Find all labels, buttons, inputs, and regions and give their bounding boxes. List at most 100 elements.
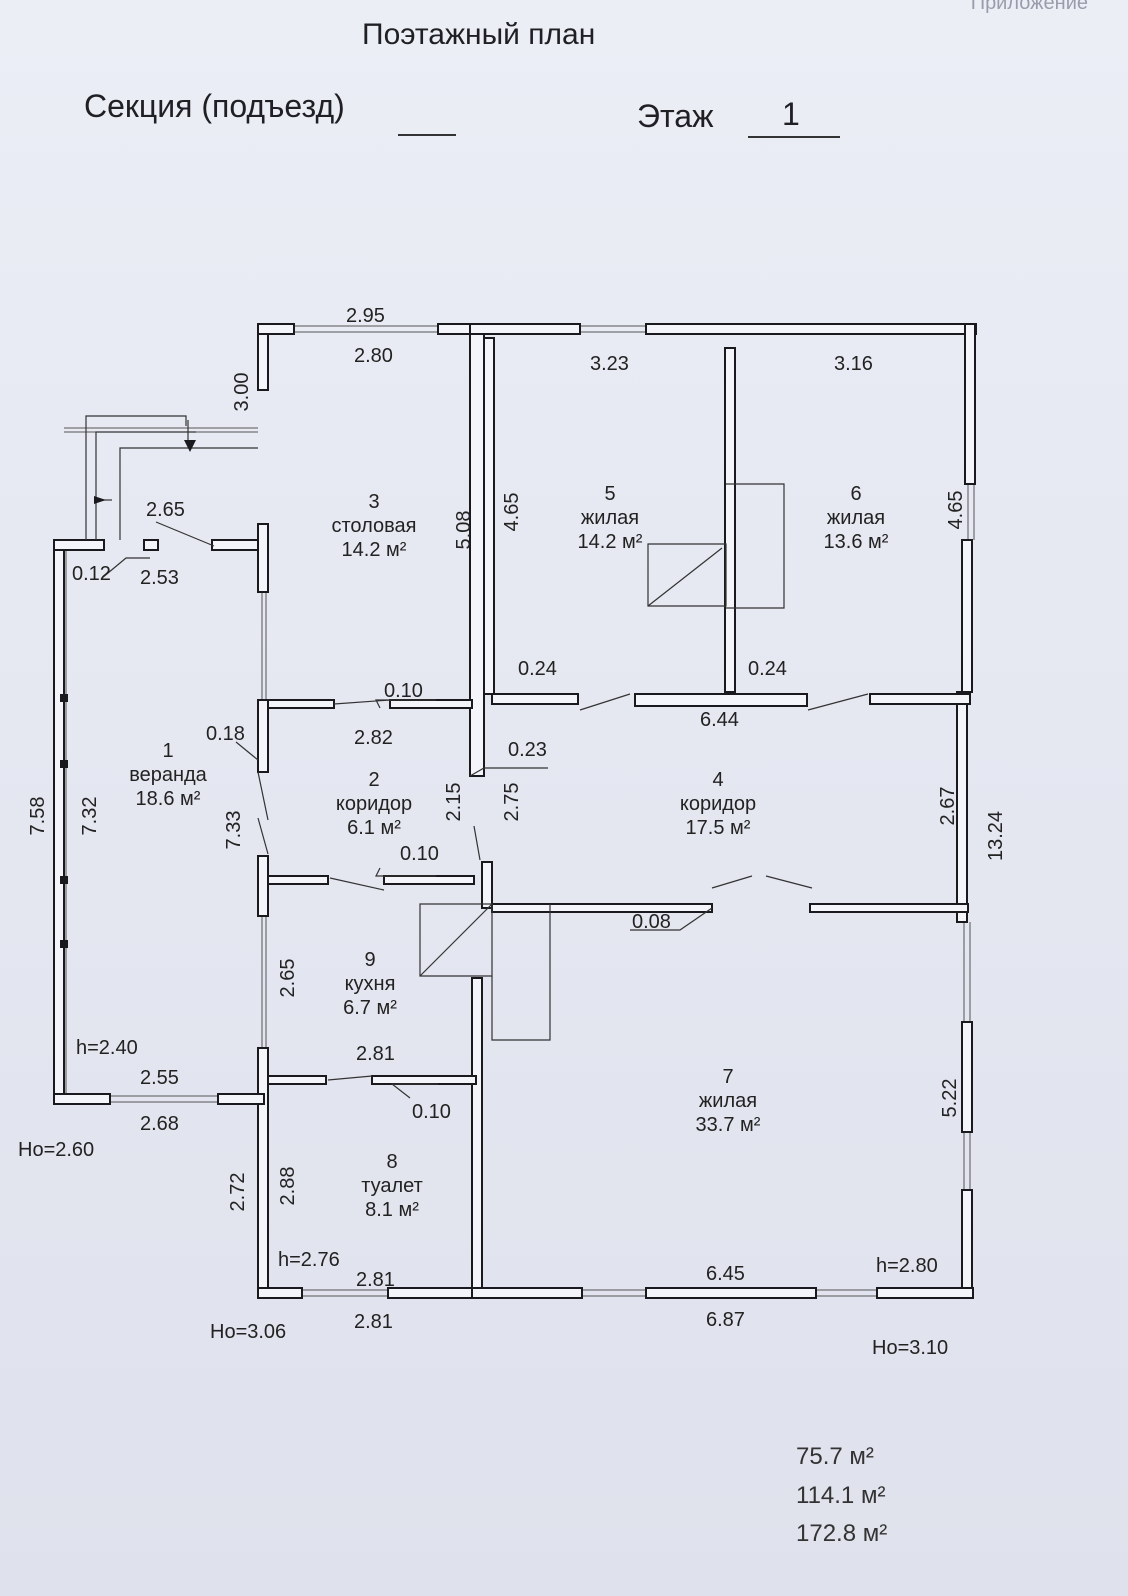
room-3-name: столовая (332, 515, 417, 537)
floor-value-line (748, 136, 840, 138)
total-area-2: 114.1 м² (796, 1482, 886, 1509)
plan-line-6 (647, 543, 727, 607)
plan-line-3 (119, 447, 258, 540)
plan-line-26 (630, 907, 713, 931)
room-5-number: 5 (604, 483, 615, 505)
dimension-d27: 0.08 (632, 911, 671, 933)
plan-line-19 (329, 877, 385, 891)
dimension-d24: 2.67 (937, 787, 959, 826)
dimension-d37: 2.88 (277, 1167, 299, 1206)
wall-segment-30 (809, 903, 969, 913)
dimension-d9: 5.08 (453, 511, 475, 550)
dimension-d44: Но=3.06 (210, 1321, 286, 1343)
dimension-d29: h=2.40 (76, 1037, 138, 1059)
wall-segment-26 (267, 875, 329, 885)
dimension-d26: 0.10 (400, 843, 439, 865)
wall-segment-8 (964, 323, 976, 485)
wall-segment-15 (53, 539, 105, 551)
room-7-number: 7 (722, 1066, 733, 1088)
dimension-d40: 6.45 (706, 1263, 745, 1285)
dimension-d4: 3.16 (834, 353, 873, 375)
wall-segment-20 (267, 699, 335, 709)
section-value-line (398, 134, 456, 136)
wall-segment-34 (371, 1075, 477, 1085)
room-7-name: жилая (699, 1090, 757, 1112)
dimension-d1: 2.95 (346, 305, 385, 327)
dimension-d32: 0.10 (412, 1101, 451, 1123)
window-post-4 (60, 940, 68, 948)
dimension-d14: 0.10 (384, 680, 423, 702)
window-post-1 (60, 694, 68, 702)
plan-line-13 (101, 557, 150, 579)
plan-line-14 (579, 693, 631, 711)
room-6-name: жилая (827, 507, 885, 529)
dimension-d45: Но=3.10 (872, 1337, 948, 1359)
dimension-d12: 0.24 (518, 658, 557, 680)
room-2-number: 2 (368, 769, 379, 791)
wall-segment-10 (961, 539, 973, 693)
plan-line-21 (235, 741, 259, 761)
plan-line-22 (469, 767, 548, 777)
walls (53, 323, 977, 1299)
dimension-d39: 2.81 (356, 1269, 395, 1291)
wall-segment-29 (491, 903, 713, 913)
wall-segment-40 (645, 1287, 817, 1299)
wall-segment-33 (267, 1075, 327, 1085)
wall-segment-7 (645, 323, 977, 335)
dimension-d25: 13.24 (985, 811, 1007, 861)
plan-title: Поэтажный план (362, 18, 596, 51)
room-2-name: коридор (336, 793, 412, 815)
wall-segment-27 (383, 875, 475, 885)
dimension-d31: 2.81 (356, 1043, 395, 1065)
dimension-d34: Но=2.60 (18, 1139, 94, 1161)
wall-segment-37 (257, 1287, 303, 1299)
room-3-number: 3 (368, 491, 379, 513)
room-3-area: 14.2 м² (342, 539, 407, 561)
room-4-number: 4 (712, 769, 723, 791)
dimension-d20: 7.32 (79, 797, 101, 836)
room-4-area: 17.5 м² (686, 817, 751, 839)
plan-line-8 (726, 483, 785, 609)
dimension-d30: 2.55 (140, 1067, 179, 1089)
room-2-area: 6.1 м² (347, 817, 401, 839)
dimension-d33: 2.68 (140, 1113, 179, 1135)
dimension-d42: 2.81 (354, 1311, 393, 1333)
dimension-d38: h=2.76 (278, 1249, 340, 1271)
dimension-d36: 2.72 (227, 1173, 249, 1212)
room-5-name: жилая (581, 507, 639, 529)
plan-line-27 (375, 699, 436, 709)
plan-line-11 (491, 904, 551, 1041)
dimension-d41: h=2.80 (876, 1255, 938, 1277)
window-post-3 (60, 876, 68, 884)
window-openings (59, 325, 975, 1297)
plan-line-17 (765, 875, 813, 889)
wall-segment-24 (869, 693, 971, 705)
dimension-d11: 4.65 (945, 491, 967, 530)
plan-line-15 (807, 693, 869, 711)
plan-line-25 (257, 771, 269, 821)
dimension-d28: 2.65 (277, 959, 299, 998)
room-9-area: 6.7 м² (343, 997, 397, 1019)
dimension-d17: 6.44 (700, 709, 739, 731)
plan-line-1 (85, 415, 187, 540)
dimension-d43: 6.87 (706, 1309, 745, 1331)
plan-line-18 (333, 699, 391, 705)
room-5-area: 14.2 м² (578, 531, 643, 553)
room-4-name: коридор (680, 793, 756, 815)
wall-segment-11 (956, 691, 968, 923)
wall-segment-28 (481, 861, 493, 909)
room-9-number: 9 (364, 949, 375, 971)
plan-line-29 (390, 1083, 438, 1099)
plan-line-23 (473, 825, 481, 861)
wall-segment-18 (257, 523, 269, 593)
plan-line-28 (375, 867, 436, 877)
dimension-d23: 2.75 (501, 783, 523, 822)
dimension-d21: 7.33 (223, 811, 245, 850)
room-8-name: туалет (361, 1175, 423, 1197)
dimension-d35: 5.22 (939, 1079, 961, 1118)
dimension-d2: 2.80 (354, 345, 393, 367)
room-6-area: 13.6 м² (824, 531, 889, 553)
wall-segment-41 (876, 1287, 974, 1299)
total-area-1: 75.7 м² (796, 1443, 874, 1470)
